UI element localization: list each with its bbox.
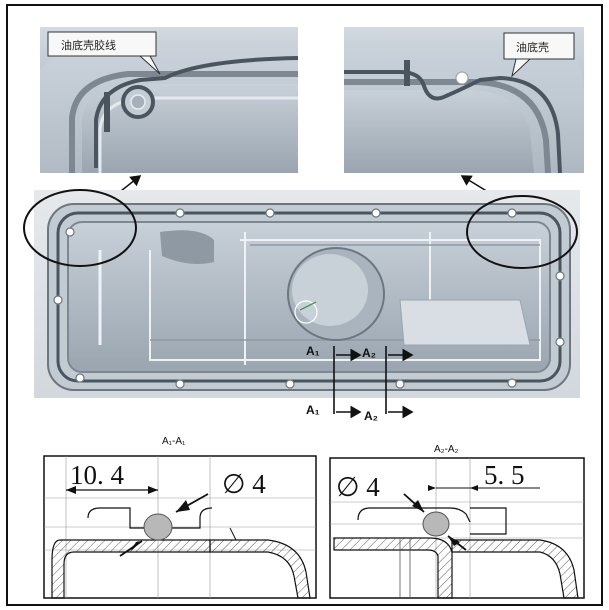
detail-circle-left [23,189,137,267]
section-a1-drawing [43,455,317,599]
section-a1-bottom: A₁ [306,403,320,417]
zoom-left-detail: 油底壳胶线 [40,27,299,173]
section-a2-top: A₂ [362,346,376,360]
zoom-right-detail: 油底壳 [344,27,584,174]
section-a2-diameter-dim: ∅ 4 [336,472,380,502]
oil-pan-main-view [23,189,580,398]
section-a2-bottom: A₂ [364,409,378,423]
section-a1-length-dim: 10. 4 [70,460,125,490]
callout-seal-line: 油底壳胶线 [47,31,161,75]
section-a1-top: A₁ [306,344,320,358]
callout-oil-pan-text: 油底壳 [516,40,549,54]
callout-oil-pan: 油底壳 [503,32,575,78]
section-a2-drawing [329,457,585,599]
detail-circle-right [466,195,578,269]
section-lines [333,346,414,419]
section-a2-length-dim: 5. 5 [484,460,525,490]
callout-seal-line-text: 油底壳胶线 [61,38,116,52]
section-a2-title: A₂-A₂ [434,444,459,455]
section-a1-title: A₁-A₁ [162,436,186,447]
section-a1-diameter-dim: ∅ 4 [222,469,266,499]
